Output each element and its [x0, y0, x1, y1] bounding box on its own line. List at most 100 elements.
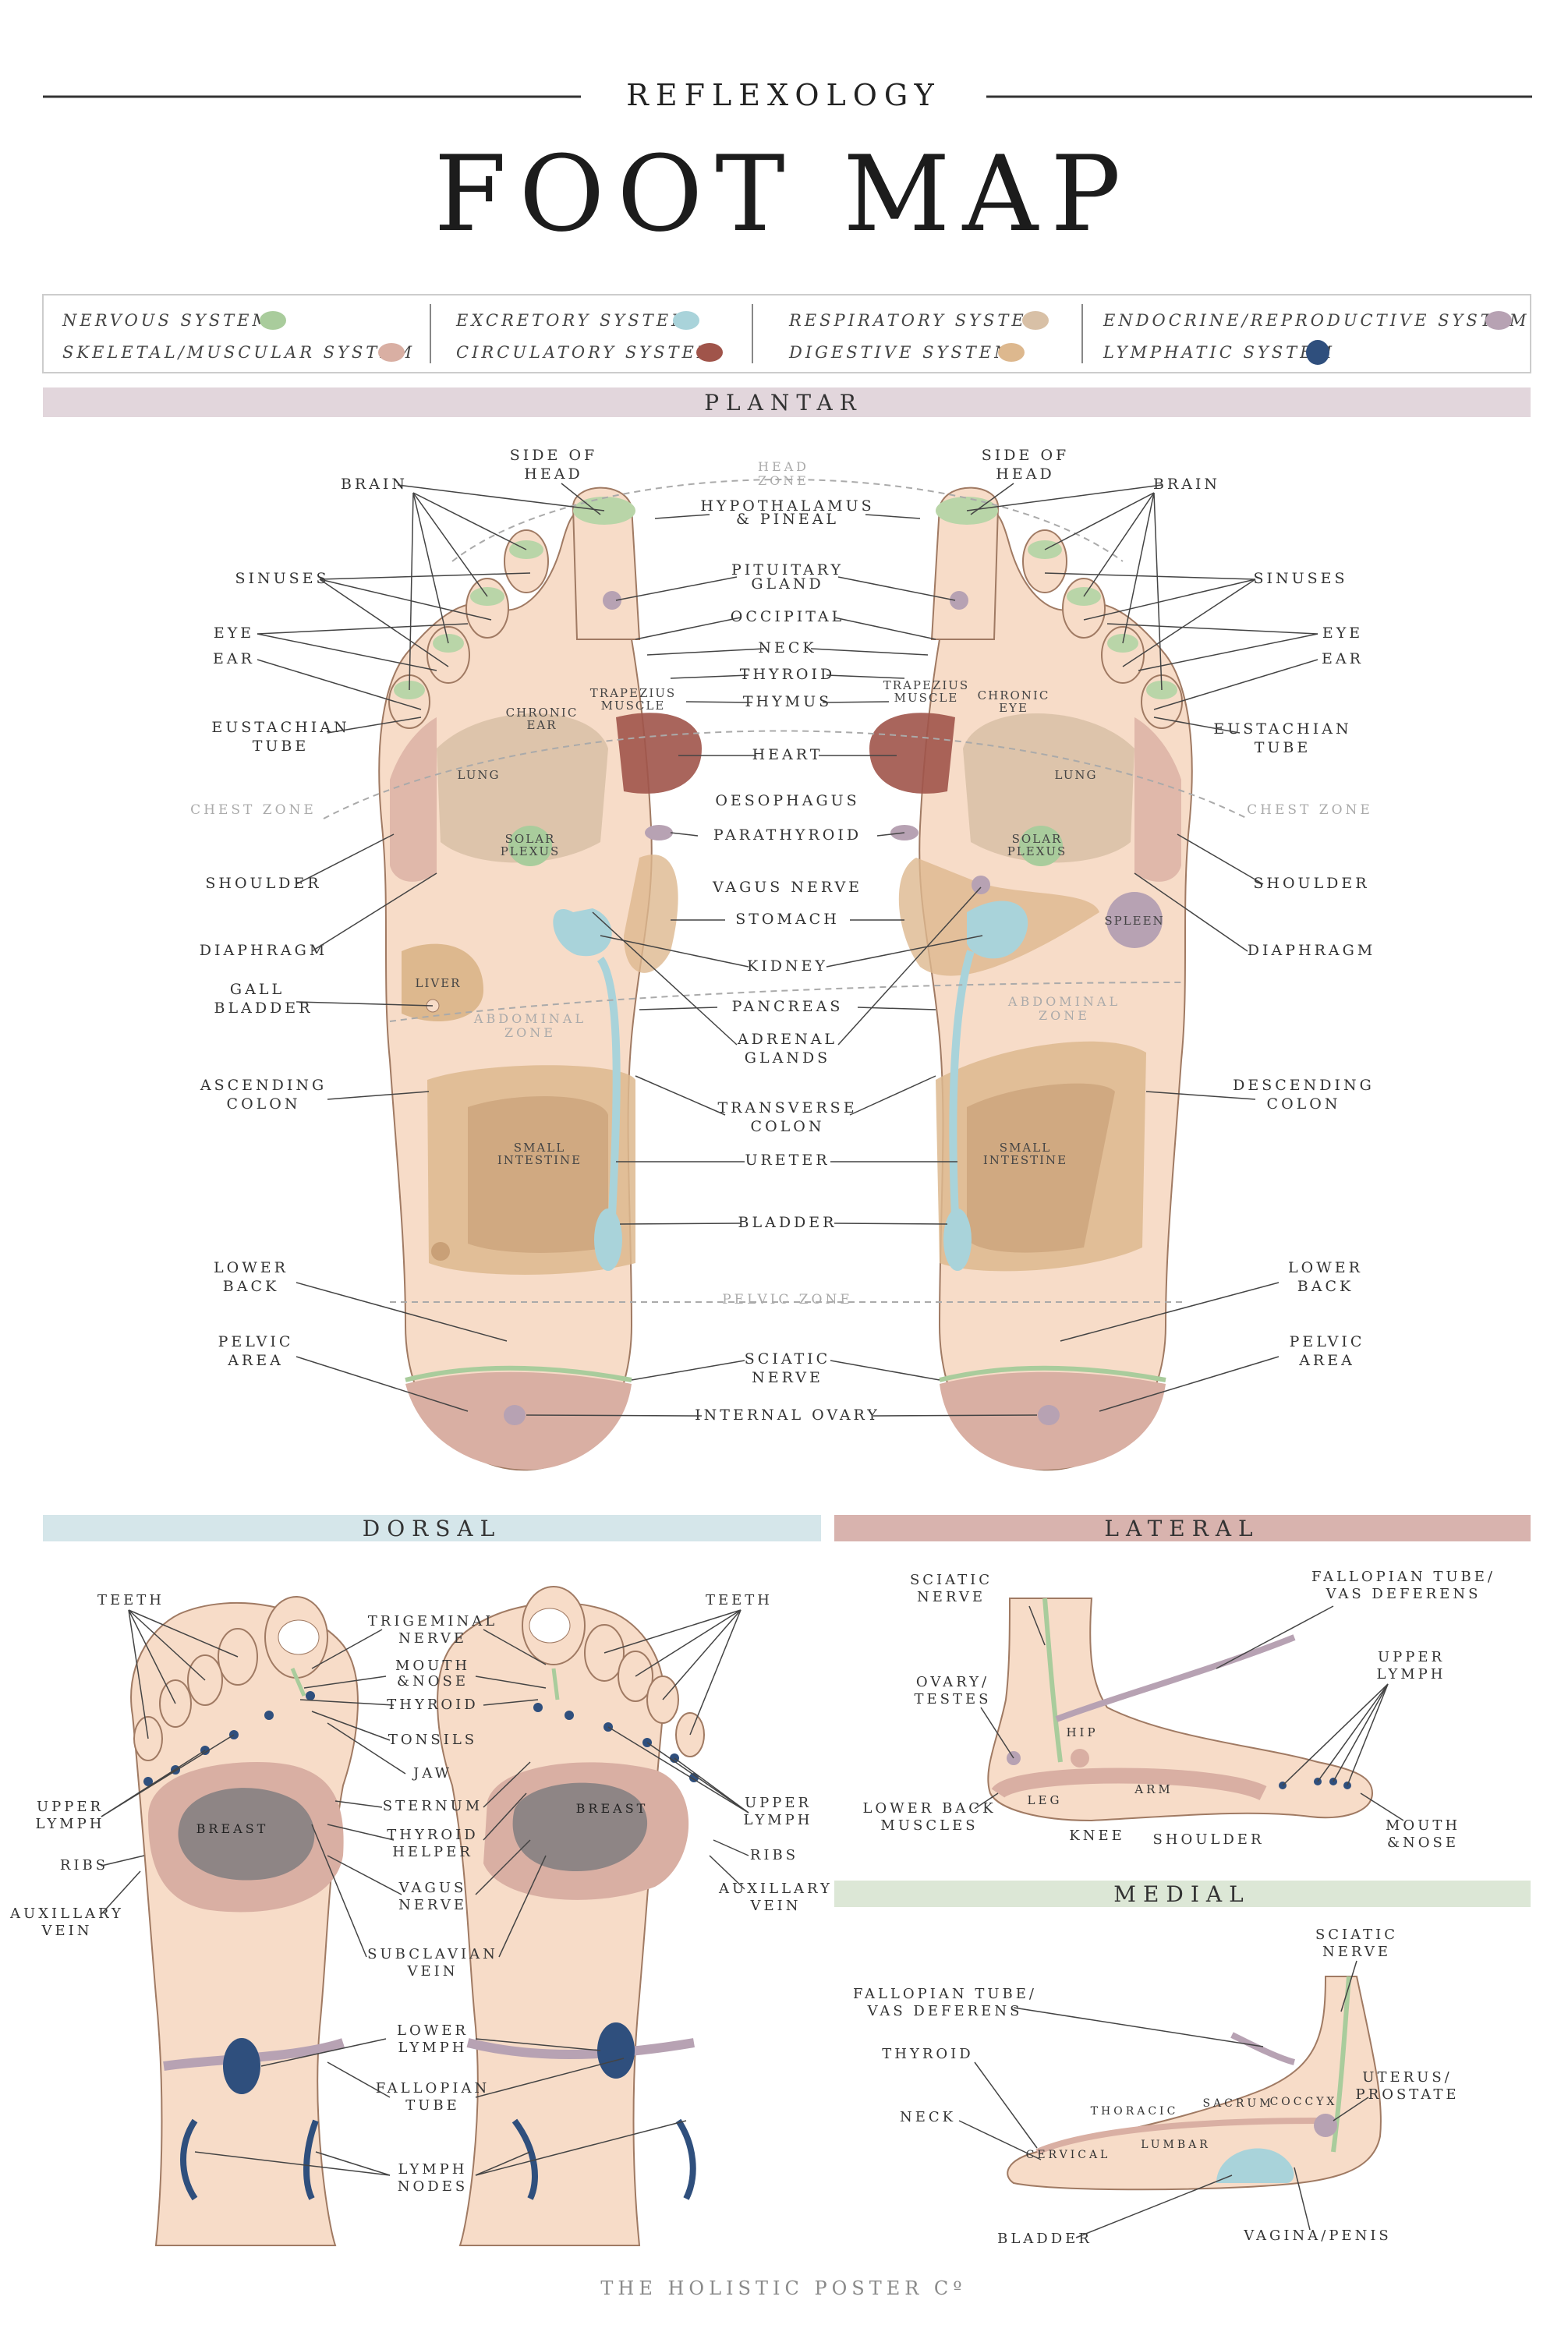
svg-text:COLON: COLON — [1267, 1095, 1341, 1113]
lateral-heading: LATERAL — [1104, 1516, 1259, 1541]
svg-text:LOWER: LOWER — [214, 1259, 288, 1276]
svg-text:PROSTATE: PROSTATE — [1356, 2086, 1460, 2103]
svg-text:LYMPH: LYMPH — [398, 2161, 468, 2178]
svg-text:RIBS: RIBS — [60, 1857, 108, 1874]
svg-text:OVARY/: OVARY/ — [916, 1674, 989, 1690]
svg-text:SINUSES: SINUSES — [1253, 570, 1347, 587]
dorsal-left-breast — [178, 1788, 315, 1881]
header: REFLEXOLOGY FOOT MAP — [43, 78, 1532, 255]
svg-text:PARATHYROID: PARATHYROID — [713, 826, 862, 844]
svg-text:LYMPH: LYMPH — [36, 1816, 105, 1832]
svg-text:DIAPHRAGM: DIAPHRAGM — [1248, 942, 1375, 959]
svg-text:HEAD: HEAD — [524, 465, 582, 483]
svg-text:AREA: AREA — [227, 1352, 284, 1369]
svg-text:TUBE: TUBE — [1255, 739, 1311, 756]
svg-text:CHEST ZONE: CHEST ZONE — [1247, 802, 1373, 818]
svg-text:COLON: COLON — [227, 1095, 301, 1113]
svg-text:ASCENDING: ASCENDING — [200, 1077, 327, 1094]
left-ureter — [596, 957, 621, 1217]
svg-text:BLADDER: BLADDER — [997, 2231, 1092, 2247]
svg-text:ARM: ARM — [1134, 1782, 1173, 1796]
section-banners: PLANTAR DORSAL LATERAL MEDIAL — [43, 387, 1531, 1907]
svg-text:LYMPH: LYMPH — [398, 2040, 468, 2056]
svg-text:TONSILS: TONSILS — [388, 1732, 477, 1748]
svg-text:STOMACH: STOMACH — [735, 911, 840, 928]
plantar-heading: PLANTAR — [704, 390, 863, 416]
svg-text:INTESTINE: INTESTINE — [983, 1153, 1067, 1167]
legend-label-digestive: DIGESTIVE SYSTEM — [788, 343, 1014, 362]
kicker-title: REFLEXOLOGY — [626, 78, 940, 112]
svg-text:THYROID: THYROID — [740, 666, 835, 683]
svg-text:BREAST: BREAST — [576, 1801, 649, 1816]
svg-text:AREA: AREA — [1298, 1352, 1355, 1369]
svg-text:SOLAR: SOLAR — [1012, 832, 1063, 846]
plantar-labels: HEAD ZONE CHEST ZONE CHEST ZONE ABDOMINA… — [190, 447, 1375, 1424]
excretory-swatch-icon — [673, 311, 699, 330]
svg-text:ABDOMINAL: ABDOMINAL — [1007, 994, 1120, 1009]
svg-text:RIBS: RIBS — [750, 1847, 798, 1863]
svg-text:TESTES: TESTES — [915, 1691, 992, 1707]
svg-text:SHOULDER: SHOULDER — [1253, 875, 1369, 892]
svg-text:EUSTACHIAN: EUSTACHIAN — [1213, 720, 1351, 738]
svg-text:LOWER: LOWER — [1288, 1259, 1363, 1276]
svg-text:MOUTH: MOUTH — [1386, 1817, 1460, 1834]
left-sciatic-nerve-line — [405, 1365, 632, 1382]
svg-text:LIVER: LIVER — [416, 976, 462, 990]
svg-text:HEART: HEART — [752, 746, 823, 763]
respiratory-swatch-icon — [1022, 311, 1049, 330]
svg-text:PANCREAS: PANCREAS — [732, 998, 844, 1015]
svg-text:PELVIC: PELVIC — [218, 1333, 294, 1350]
svg-text:BLADDER: BLADDER — [738, 1214, 837, 1231]
svg-text:COCCYX: COCCYX — [1270, 2096, 1338, 2108]
svg-text:SACRUM: SACRUM — [1202, 2097, 1273, 2110]
left-bladder — [594, 1208, 622, 1271]
legend-label-nervous: NERVOUS SYSTEM — [62, 311, 272, 330]
svg-text:CHRONIC: CHRONIC — [506, 706, 579, 720]
svg-text:MUSCLES: MUSCLES — [880, 1817, 978, 1834]
plantar-left-foot — [378, 487, 702, 1471]
svg-text:SCIATIC: SCIATIC — [910, 1572, 993, 1588]
svg-text:TRIGEMINAL: TRIGEMINAL — [368, 1613, 497, 1630]
svg-text:LUNG: LUNG — [1055, 768, 1098, 782]
left-heart-region — [616, 713, 702, 794]
legend-box — [42, 294, 1531, 373]
svg-text:NERVE: NERVE — [1322, 1944, 1391, 1960]
svg-text:SCIATIC: SCIATIC — [745, 1350, 830, 1368]
circulatory-swatch-icon — [696, 343, 723, 362]
left-toe-2 — [504, 529, 549, 593]
plantar-banner — [43, 387, 1531, 417]
svg-text:TRAPEZIUS: TRAPEZIUS — [590, 686, 676, 700]
svg-text:LYMPH: LYMPH — [1377, 1666, 1446, 1683]
svg-text:INTERNAL OVARY: INTERNAL OVARY — [695, 1407, 880, 1424]
svg-text:PLEXUS: PLEXUS — [501, 844, 561, 858]
svg-text:THYROID: THYROID — [387, 1827, 478, 1843]
svg-text:UPPER: UPPER — [37, 1799, 104, 1815]
svg-text:SINUSES: SINUSES — [235, 570, 329, 587]
brand-footer: THE HOLISTIC POSTER Cº — [600, 2277, 966, 2299]
svg-text:BRAIN: BRAIN — [1153, 476, 1220, 493]
svg-text:NERVE: NERVE — [398, 1630, 467, 1647]
svg-text:MOUTH: MOUTH — [395, 1658, 470, 1674]
svg-text:NECK: NECK — [758, 639, 816, 656]
svg-text:EAR: EAR — [213, 650, 255, 667]
svg-text:VEIN: VEIN — [41, 1923, 93, 1939]
svg-text:LOWER: LOWER — [397, 2022, 469, 2039]
svg-text:BLADDER: BLADDER — [214, 1000, 313, 1017]
digestive-swatch-icon — [998, 343, 1025, 362]
left-big-toe — [572, 487, 641, 640]
svg-text:TUBE: TUBE — [253, 738, 310, 755]
svg-text:EAR: EAR — [526, 718, 557, 732]
svg-text:HYPOTHALAMUS: HYPOTHALAMUS — [700, 497, 874, 515]
legend-label-circulatory: CIRCULATORY SYSTEM — [456, 343, 717, 362]
svg-text:THYROID: THYROID — [882, 2046, 973, 2062]
svg-text:LOWER BACK: LOWER BACK — [862, 1800, 996, 1817]
left-kidney — [553, 908, 612, 957]
svg-text:GLANDS: GLANDS — [745, 1049, 830, 1067]
svg-text:HEAD: HEAD — [996, 465, 1054, 483]
svg-text:CHEST ZONE: CHEST ZONE — [190, 802, 317, 818]
svg-text:VAS DEFERENS: VAS DEFERENS — [1326, 1586, 1481, 1602]
svg-text:VAS DEFERENS: VAS DEFERENS — [867, 2003, 1023, 2019]
svg-text:EUSTACHIAN: EUSTACHIAN — [211, 719, 349, 736]
svg-text:THORACIC: THORACIC — [1091, 2105, 1179, 2118]
svg-text:VEIN: VEIN — [407, 1963, 458, 1980]
